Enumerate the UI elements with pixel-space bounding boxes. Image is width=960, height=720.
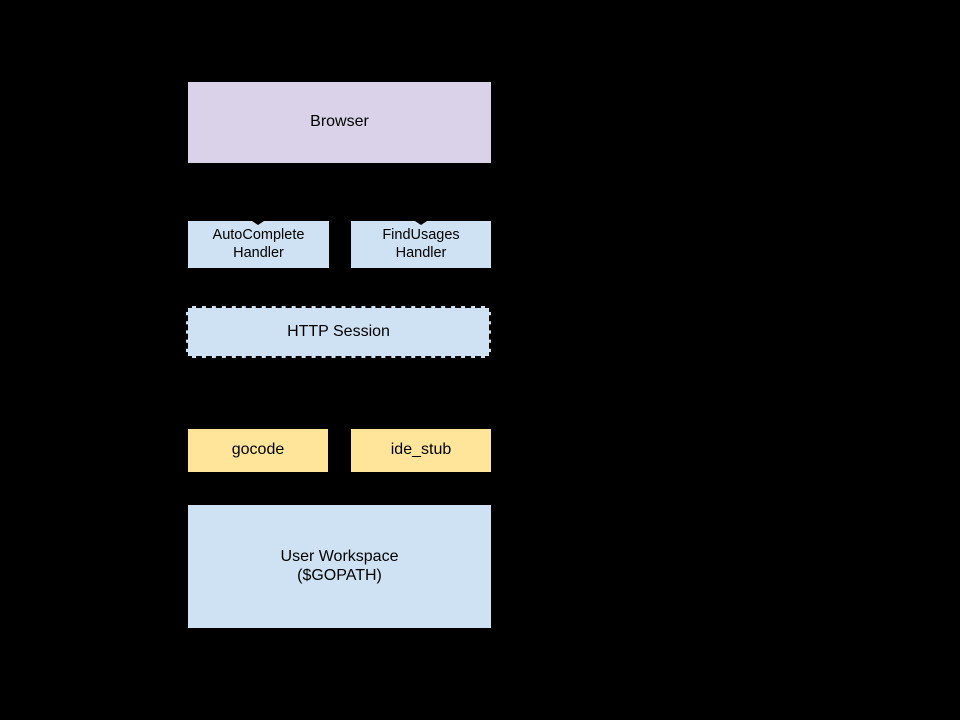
node-user-workspace: User Workspace ($GOPATH) [188,505,491,628]
node-findusages-handler: FindUsages Handler [351,221,491,268]
node-autocomplete-handler: AutoComplete Handler [188,221,329,268]
node-gocode-label: gocode [231,441,285,459]
node-gocode: gocode [188,429,328,472]
arrowhead-remnant-icon [252,221,264,225]
node-ide-stub-label: ide_stub [390,441,452,459]
node-http-session: HTTP Session [186,306,491,358]
node-browser: Browser [188,82,491,163]
node-ide-stub: ide_stub [351,429,491,472]
node-http-session-label: HTTP Session [287,322,390,340]
arrowhead-remnant-icon [415,221,427,225]
node-findusages-handler-label: FindUsages Handler [382,227,460,261]
node-user-workspace-label: User Workspace ($GOPATH) [280,547,399,584]
node-autocomplete-handler-label: AutoComplete Handler [212,227,305,261]
node-browser-label: Browser [310,113,369,131]
